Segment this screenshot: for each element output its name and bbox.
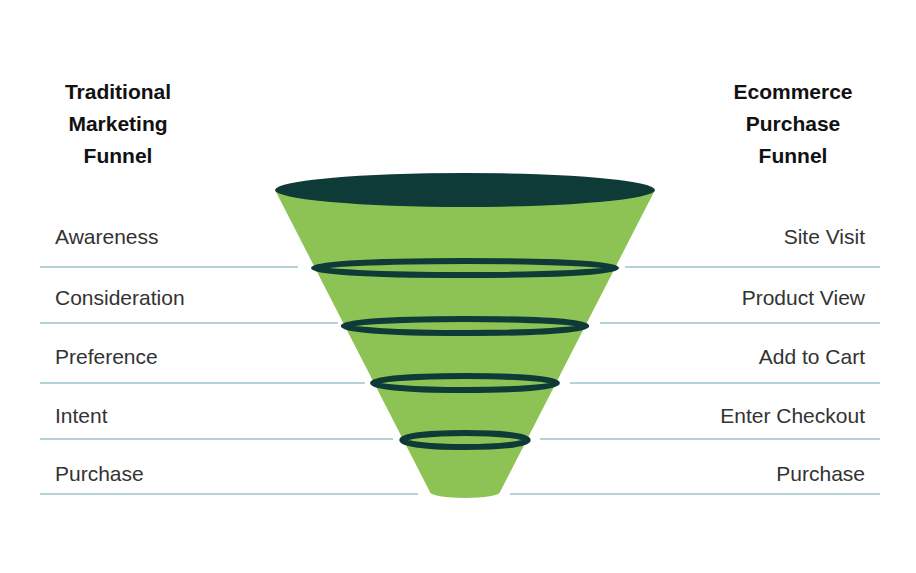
ecommerce-stage: Site Visit xyxy=(784,224,865,249)
ecommerce-stage: Purchase xyxy=(776,461,865,486)
marketing-stage: Consideration xyxy=(55,285,185,310)
column-heading: Traditional Marketing Funnel xyxy=(38,76,198,172)
band-divider xyxy=(344,319,586,333)
row-rule xyxy=(40,266,298,268)
band-divider xyxy=(373,376,557,390)
row-rule xyxy=(510,493,880,495)
ecommerce-stage: Product View xyxy=(742,285,865,310)
marketing-stage: Awareness xyxy=(55,224,159,249)
row-rule xyxy=(40,438,393,440)
marketing-stage: Purchase xyxy=(55,461,144,486)
marketing-stage: Intent xyxy=(55,403,108,428)
column-heading: Ecommerce Purchase Funnel xyxy=(713,76,873,172)
row-rule xyxy=(40,322,338,324)
row-rule xyxy=(625,266,880,268)
funnel-rim xyxy=(275,173,655,207)
ecommerce-stage: Add to Cart xyxy=(759,344,865,369)
row-rule xyxy=(540,438,880,440)
band-fill xyxy=(315,268,615,335)
row-rule xyxy=(40,382,365,384)
band-divider xyxy=(314,261,616,275)
marketing-stage: Preference xyxy=(55,344,158,369)
row-rule xyxy=(570,382,880,384)
row-rule xyxy=(40,493,418,495)
row-rule xyxy=(600,322,880,324)
ecommerce-stage: Enter Checkout xyxy=(720,403,865,428)
band-divider xyxy=(402,433,527,447)
